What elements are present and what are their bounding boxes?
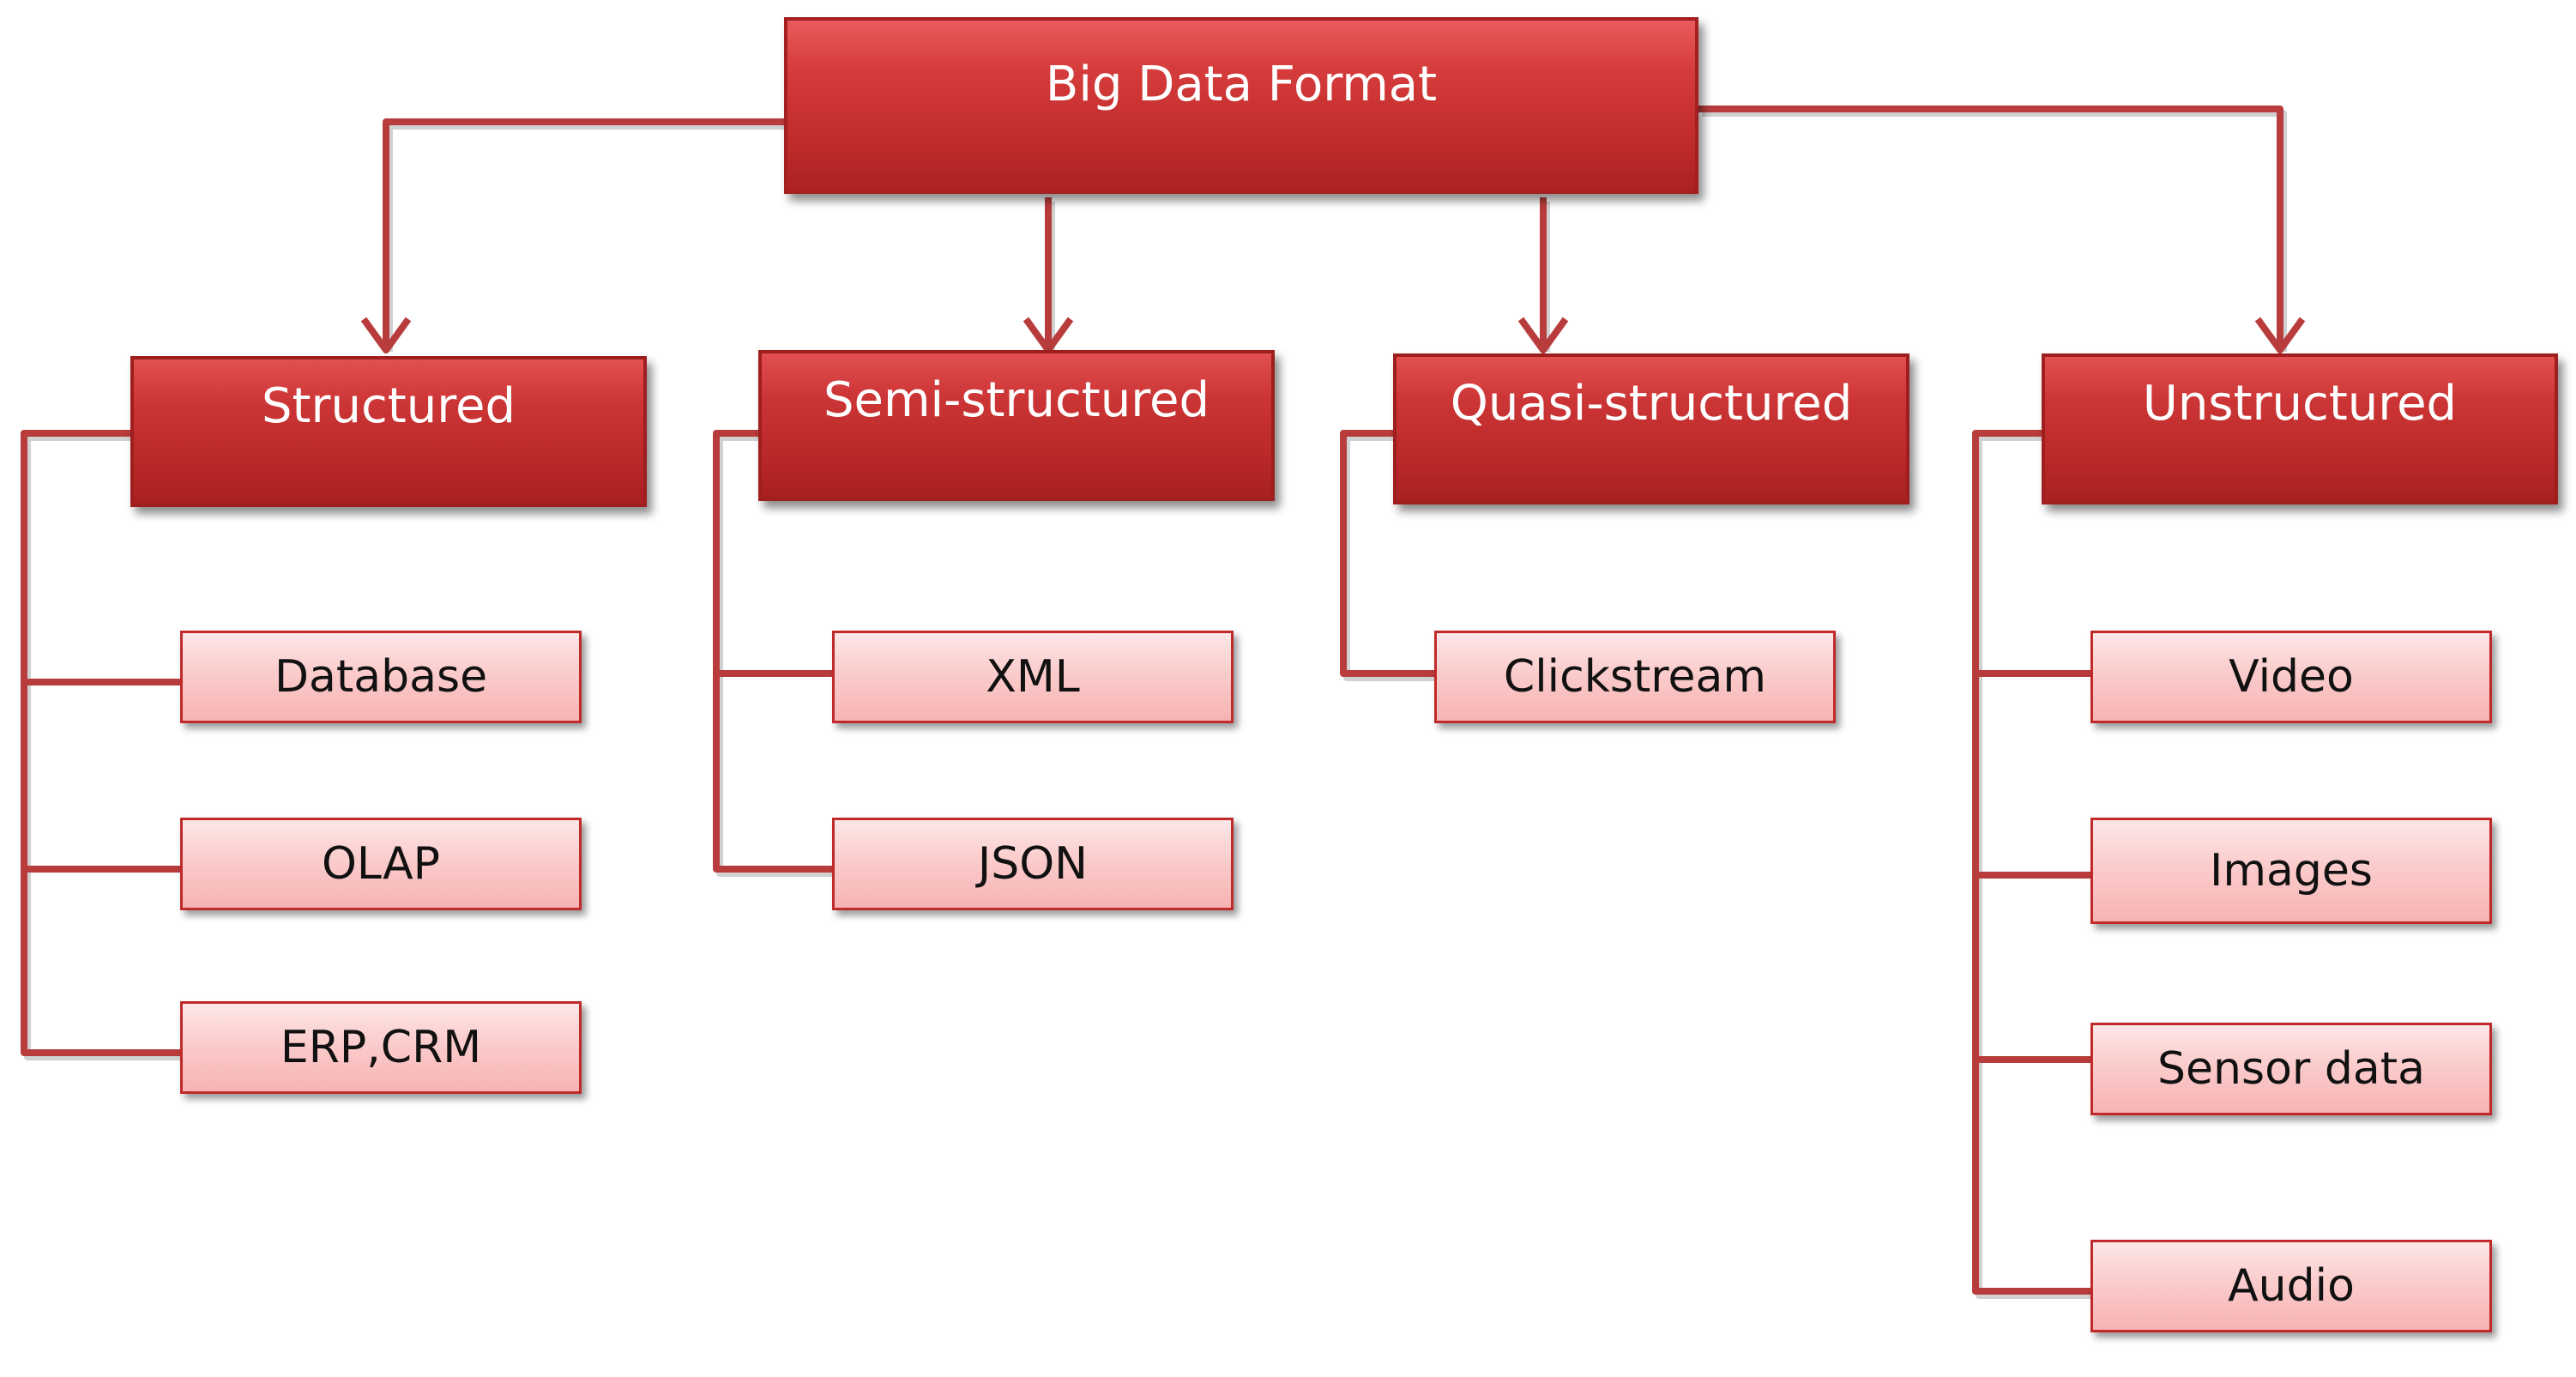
bracket-unstructured (1972, 430, 2090, 1295)
category-unstructured: Unstructured (2042, 353, 2558, 504)
leaf-json: JSON (832, 818, 1234, 910)
leaf-clickstream: Clickstream (1434, 631, 1836, 723)
category-quasi-structured: Quasi-structured (1393, 353, 1909, 504)
arrowhead-quasi-structured (1517, 317, 1569, 353)
leaf-xml: XML (832, 631, 1234, 723)
bracket-structured (21, 430, 180, 1056)
leaf-database: Database (180, 631, 582, 723)
leaf-images: Images (2090, 818, 2492, 924)
connector-root-unstructured (1698, 106, 2283, 347)
arrowhead-unstructured (2254, 317, 2306, 353)
leaf-sensor-data: Sensor data (2090, 1023, 2492, 1115)
leaf-olap: OLAP (180, 818, 582, 910)
leaf-audio: Audio (2090, 1240, 2492, 1332)
connector-root-structured (383, 118, 784, 347)
bracket-quasi-structured (1340, 430, 1434, 677)
root-node: Big Data Format (784, 17, 1698, 194)
arrowhead-structured (360, 317, 412, 353)
leaf-erp-crm: ERP,CRM (180, 1001, 582, 1094)
category-structured: Structured (130, 356, 647, 507)
category-semi-structured: Semi-structured (758, 350, 1275, 501)
leaf-video: Video (2090, 631, 2492, 723)
